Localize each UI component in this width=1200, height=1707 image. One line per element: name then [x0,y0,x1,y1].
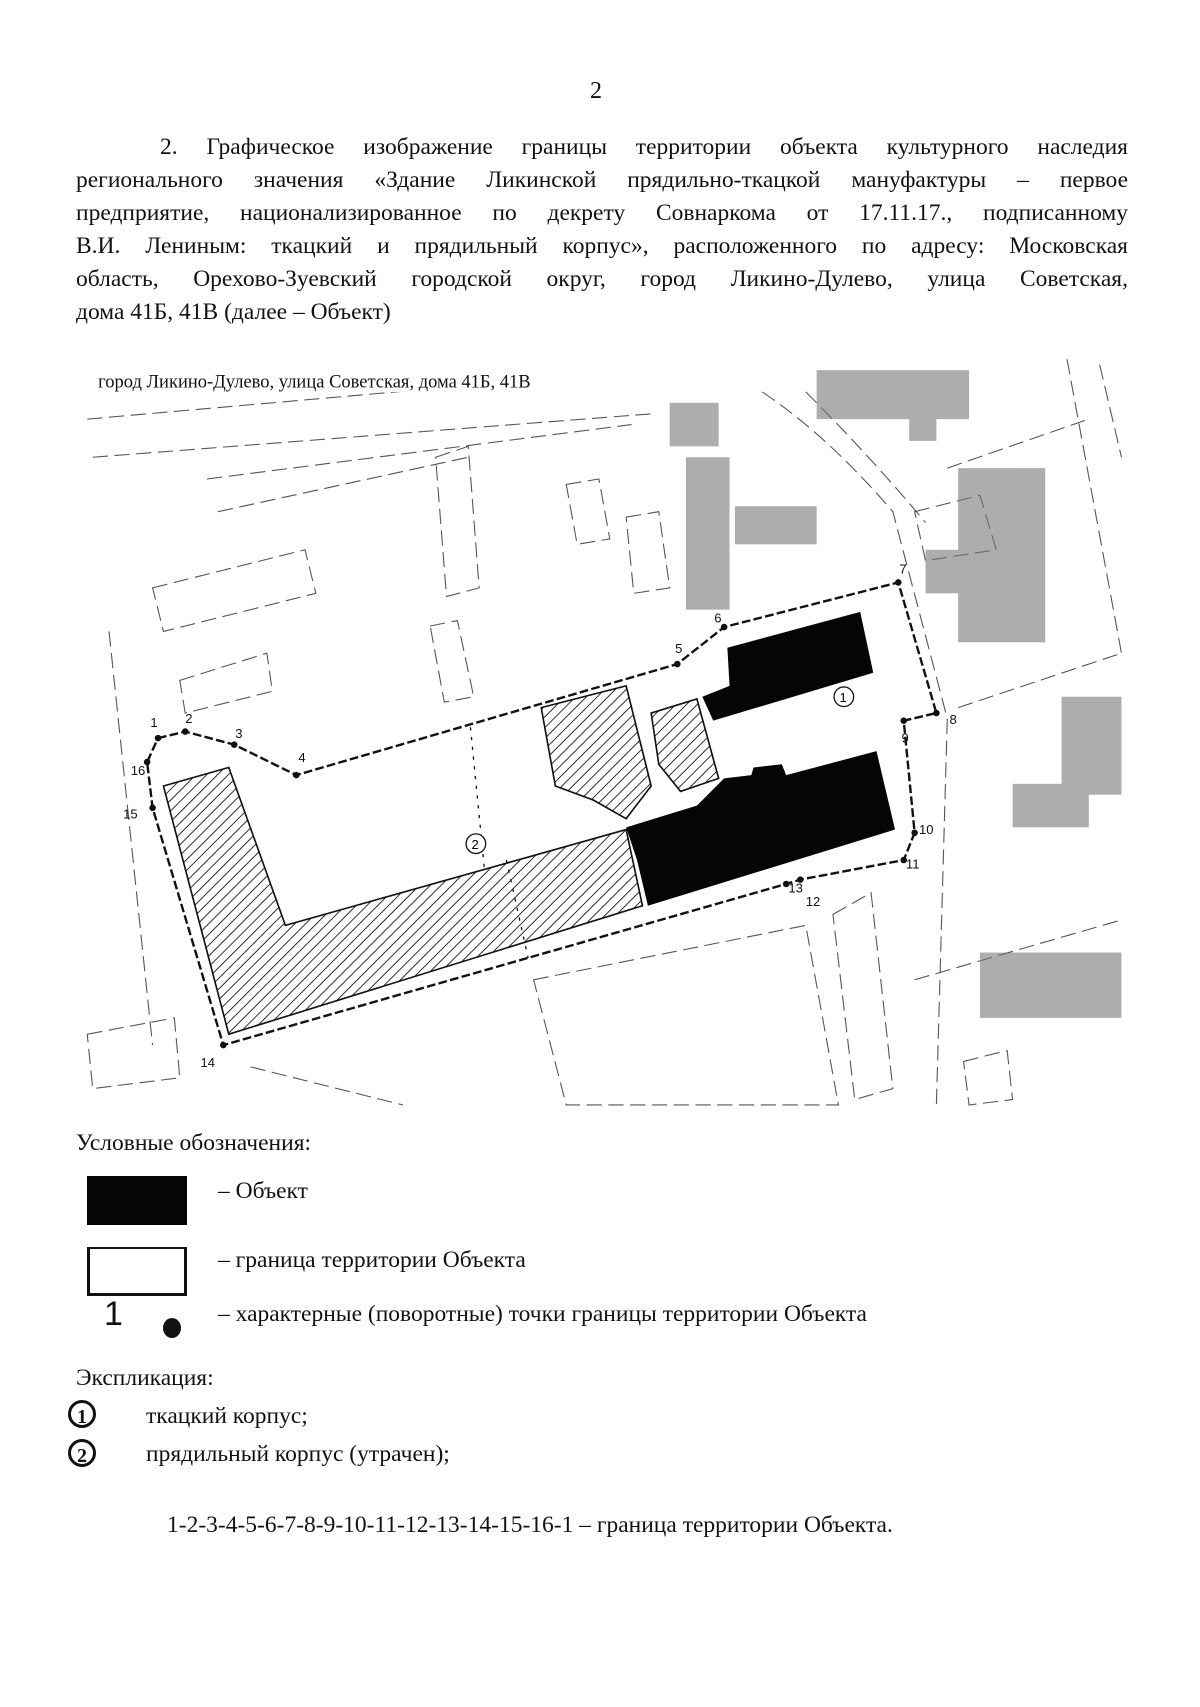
point-label: 8 [949,712,956,727]
object-weaving-building-south [626,751,896,906]
building-number-1: 1 [833,686,855,708]
point-label: 12 [806,894,821,909]
legend-boundary-swatch [87,1247,187,1296]
legend-point-number: 1 [104,1295,123,1333]
object-weaving-building-north [702,611,874,721]
building-number-2: 2 [465,833,487,855]
boundary-points [143,579,940,1049]
hatched-annex [650,697,720,793]
svg-text:1: 1 [840,690,847,705]
legend-object-label: – Объект [218,1178,308,1204]
paragraph-line: 2. Графическое изображение границы терри… [160,134,1128,160]
point-label: 11 [906,857,920,872]
point-label: 6 [714,611,721,626]
legend-object-swatch [87,1176,187,1225]
paragraph-line: В.И. Лениным: ткацкий и прядильный корпу… [76,233,1128,259]
legend-point-dot-icon [163,1318,181,1338]
point-label: 4 [298,750,305,765]
point-label: 15 [123,807,138,822]
point-label: 5 [675,641,682,656]
hatched-annex [540,684,653,820]
explication-item-1: ткацкий корпус; [146,1403,308,1429]
explication-title: Экспликация: [76,1365,214,1391]
legend-title: Условные обозначения: [76,1130,312,1156]
point-labels: 1 2 3 4 5 6 7 8 9 10 11 12 13 14 15 16 [123,562,957,1070]
explication-item-2: прядильный корпус (утрачен); [146,1441,450,1467]
paragraph-line: область, Орехово-Зуевский городской окру… [76,266,1128,292]
point-label: 13 [788,881,803,896]
explication-number-2: 2 [68,1439,96,1467]
point-label: 9 [902,730,909,745]
point-label: 14 [200,1055,215,1070]
spinning-building-hatched [162,766,644,1036]
paragraph-line: дома 41Б, 41В (далее – Объект) [76,299,391,325]
explication-number-1: 1 [68,1400,96,1428]
point-label: 7 [899,562,906,577]
legend-point-label: – характерные (поворотные) точки границы… [218,1301,867,1327]
point-label: 1 [150,715,157,730]
map-title: город Ликино-Дулево, улица Советская, до… [98,373,531,393]
page-number: 2 [590,78,602,104]
legend-boundary-label: – граница территории Объекта [218,1247,526,1273]
svg-text:2: 2 [472,837,479,852]
point-label: 3 [235,726,242,741]
point-label: 10 [919,822,934,837]
point-label: 16 [131,763,146,778]
vegetation-areas [669,370,1122,1018]
boundary-sequence: 1-2-3-4-5-6-7-8-9-10-11-12-13-14-15-16-1… [167,1512,893,1538]
point-label: 2 [185,711,192,726]
paragraph-line: предприятие, национализированное по декр… [76,200,1128,226]
paragraph-line: регионального значения «Здание Ликинской… [76,167,1128,193]
